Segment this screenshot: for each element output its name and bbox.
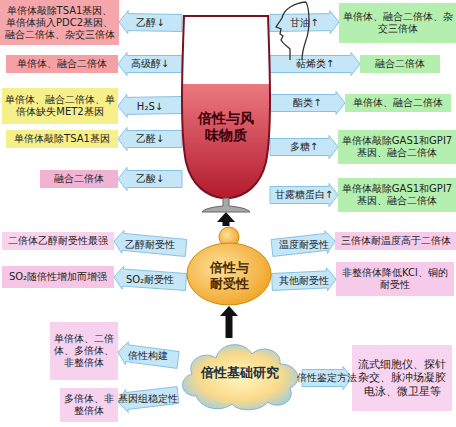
block-arrow	[270, 184, 338, 207]
block-arrow	[118, 128, 182, 151]
block-arrow	[114, 230, 187, 256]
node-text: 融合二倍体	[375, 58, 425, 70]
arrow-label: 乙酸↓	[136, 172, 164, 186]
arrow-label: 乙醇↓	[136, 16, 164, 30]
strain-box: 融合二倍体	[40, 170, 118, 188]
strain-box: 单倍体、融合二倍体	[6, 55, 118, 73]
strain-box: 融合二倍体	[360, 55, 440, 73]
research-box: 流式细胞仪、探针杂交、脉冲场凝胶电泳、微卫星等	[352, 345, 452, 411]
block-arrow	[270, 92, 345, 115]
block-arrow	[270, 136, 338, 159]
node-text: 非整倍体降低KCl、铜的耐受性	[338, 267, 452, 291]
arrow-label: SO₂耐受性	[126, 273, 174, 287]
node-text: 单倍体、融合二倍体	[17, 58, 107, 70]
arrow-label: 乙醛↓	[136, 132, 164, 146]
arrow-label: 甘油↑	[290, 16, 318, 30]
arrow-label: 多糖↑	[290, 140, 318, 154]
research-cloud: 倍性基础研究	[178, 338, 302, 410]
wine-glass: 倍性与风味物质	[182, 12, 270, 212]
node-text: 单倍体、融合二倍体、单倍体缺失MET2基因	[4, 94, 116, 118]
arrow-label: 高级醇↓	[131, 57, 169, 71]
block-arrow	[118, 342, 179, 369]
block-arrow	[271, 231, 335, 257]
strain-box: 单倍体、融合二倍体、杂交三倍体	[339, 3, 456, 43]
strain-box: 单倍体敲除GAS1和GPI7基因、融合二倍体	[338, 178, 456, 212]
node-text: 单倍体、融合二倍体、杂交三倍体	[341, 11, 454, 35]
node-text: 二倍体乙醇耐受性最强	[8, 235, 108, 247]
tolerance-box: 二倍体乙醇耐受性最强	[2, 232, 114, 250]
arrow-label: 温度耐受性	[279, 238, 329, 252]
node-text: 倍性与风味物质	[195, 110, 257, 144]
block-arrow	[118, 168, 182, 191]
block-arrow	[118, 94, 182, 117]
flow-arrow	[217, 212, 235, 226]
research-box: 单倍体、二倍体、多倍体、非整倍体	[50, 322, 118, 380]
node-text: 单倍体敲除GAS1和GPI7基因、融合二倍体	[340, 135, 454, 159]
node-text: 倍性与耐受性	[207, 260, 251, 291]
face-silhouette	[262, 0, 312, 62]
arrow-label: 乙醇耐受性	[125, 238, 175, 252]
strain-box: 单倍体、融合二倍体、单倍体缺失MET2基因	[2, 88, 118, 124]
arrow-label: 酯类↑	[293, 96, 321, 110]
node-text: 倍性基础研究	[182, 365, 298, 381]
research-box: 多倍体、非整倍体	[60, 388, 118, 422]
arrow-label: 基因组稳定性	[118, 392, 178, 406]
node-text: 三倍体耐温度高于二倍体	[341, 235, 451, 247]
arrow-label: H₂S↓	[137, 100, 163, 111]
node-text: 单倍体、二倍体、多倍体、非整倍体	[52, 333, 116, 369]
arrow-label: 其他耐受性	[279, 274, 329, 288]
tolerance-box: 三倍体耐温度高于二倍体	[335, 232, 456, 250]
node-text: 单倍体、融合二倍体	[353, 97, 443, 109]
node-text: 单倍体敲除GAS1和GPI7基因、融合二倍体	[340, 183, 454, 207]
node-text: 单倍体敲除TSA1基因、单倍体插入PDC2基因、融合二倍体、杂交三倍体	[2, 5, 117, 41]
strain-box: 单倍体敲除TSA1基因	[6, 130, 118, 148]
block-arrow	[118, 387, 179, 413]
block-arrow	[272, 268, 336, 291]
tolerance-box: SO₂随倍性增加而增强	[2, 266, 114, 288]
node-text: 流式细胞仪、探针杂交、脉冲场凝胶电泳、微卫星等	[354, 358, 450, 398]
tolerance-box: 非整倍体降低KCl、铜的耐受性	[336, 262, 454, 296]
strain-box: 单倍体敲除GAS1和GPI7基因、融合二倍体	[338, 130, 456, 164]
node-text: 单倍体敲除TSA1基因	[14, 133, 110, 145]
strain-box: 单倍体敲除TSA1基因、单倍体插入PDC2基因、融合二倍体、杂交三倍体	[0, 0, 119, 45]
block-arrow	[114, 266, 187, 290]
block-arrow	[119, 11, 182, 34]
arrow-label: 倍性鉴定方法	[297, 371, 357, 385]
yeast-cell: 倍性与耐受性	[186, 226, 272, 306]
block-arrow	[270, 53, 360, 76]
node-text: 融合二倍体	[54, 173, 104, 185]
arrow-label: 甘露糖蛋白↑	[275, 188, 333, 202]
strain-box: 单倍体、融合二倍体	[345, 94, 451, 112]
flow-arrow	[220, 306, 238, 338]
arrow-label: 倍性构建	[128, 349, 168, 363]
node-text: SO₂随倍性增加而增强	[9, 271, 107, 283]
block-arrow	[118, 53, 182, 76]
node-text: 多倍体、非整倍体	[62, 393, 116, 417]
